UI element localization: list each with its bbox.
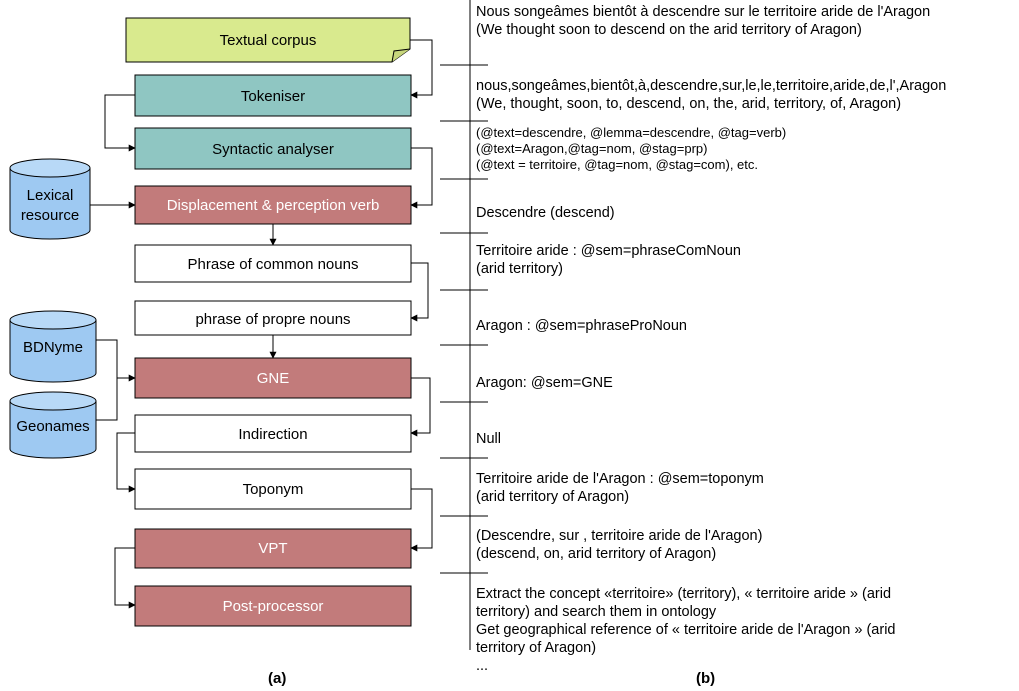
- indirection-label: Indirection: [238, 426, 307, 443]
- example-post-line: ...: [476, 658, 489, 674]
- example-verb-line: Descendre (descend): [476, 205, 615, 221]
- syntactic-analyser-label: Syntactic analyser: [212, 141, 334, 158]
- textual-corpus-box: Textual corpus: [125, 17, 411, 63]
- lexical-resource-label-line2: resource: [21, 207, 79, 224]
- displacement-verb-label: Displacement & perception verb: [167, 197, 380, 214]
- example-common-nouns-line: Territoire aride : @sem=phraseComNoun: [476, 243, 741, 259]
- example-post: Extract the concept «territoire» (territ…: [476, 585, 895, 675]
- example-toponym: Territoire aride de l'Aragon : @sem=topo…: [476, 470, 764, 506]
- example-vpt: (Descendre, sur , territoire aride de l'…: [476, 527, 762, 563]
- gne-label: GNE: [257, 370, 290, 387]
- example-syntax: (@text=descendre, @lemma=descendre, @tag…: [476, 125, 786, 173]
- vpt-box: VPT: [134, 528, 412, 569]
- example-corpus-line: (We thought soon to descend on the arid …: [476, 22, 862, 38]
- example-vpt-line: (Descendre, sur , territoire aride de l'…: [476, 528, 763, 544]
- bdnyme-label: BDNyme: [23, 339, 83, 356]
- example-tokens-line: nous,songeâmes,bientôt,à,descendre,sur,l…: [476, 78, 947, 94]
- phrase-common-nouns-label: Phrase of common nouns: [188, 256, 359, 273]
- toponym-label: Toponym: [243, 481, 304, 498]
- example-post-line: territory) and search them in ontology: [476, 604, 717, 620]
- example-column-rules: [440, 0, 488, 650]
- gne-box: GNE: [134, 357, 412, 399]
- toponym-box: Toponym: [134, 468, 412, 510]
- example-gne-line: Aragon: @sem=GNE: [476, 375, 613, 391]
- example-tokens: nous,songeâmes,bientôt,à,descendre,sur,l…: [476, 77, 946, 113]
- example-toponym-line: (arid territory of Aragon): [476, 489, 630, 505]
- example-corpus: Nous songeâmes bientôt à descendre sur l…: [476, 3, 930, 39]
- lexical-resource-db: Lexical resource: [9, 158, 91, 240]
- connectors: [90, 39, 433, 609]
- example-gne: Aragon: @sem=GNE: [476, 374, 613, 392]
- example-post-line: Extract the concept «territoire» (territ…: [476, 586, 892, 602]
- post-processor-box: Post-processor: [134, 585, 412, 627]
- example-propre-nouns-line: Aragon : @sem=phraseProNoun: [476, 318, 687, 334]
- example-corpus-line: Nous songeâmes bientôt à descendre sur l…: [476, 4, 931, 20]
- syntactic-analyser-box: Syntactic analyser: [134, 127, 412, 170]
- caption-a: (a): [268, 670, 287, 687]
- caption-b: (b): [696, 670, 716, 687]
- phrase-propre-nouns-label: phrase of propre nouns: [195, 311, 350, 328]
- example-common-nouns: Territoire aride : @sem=phraseComNoun (a…: [476, 242, 741, 278]
- example-indirection: Null: [476, 430, 501, 448]
- post-processor-label: Post-processor: [223, 598, 324, 615]
- example-vpt-line: (descend, on, arid territory of Aragon): [476, 546, 717, 562]
- example-toponym-line: Territoire aride de l'Aragon : @sem=topo…: [476, 471, 764, 487]
- bdnyme-db: BDNyme: [9, 310, 97, 383]
- example-syntax-line: (@text=descendre, @lemma=descendre, @tag…: [476, 125, 787, 140]
- tokeniser-label: Tokeniser: [241, 88, 305, 105]
- example-indirection-line: Null: [476, 431, 501, 447]
- tokeniser-box: Tokeniser: [134, 74, 412, 117]
- phrase-propre-nouns-box: phrase of propre nouns: [134, 300, 412, 336]
- textual-corpus-label: Textual corpus: [220, 32, 317, 49]
- vpt-label: VPT: [258, 540, 287, 557]
- example-common-nouns-line: (arid territory): [476, 261, 564, 277]
- example-propre-nouns: Aragon : @sem=phraseProNoun: [476, 317, 687, 335]
- example-syntax-line: (@text=Aragon,@tag=nom, @stag=prp): [476, 141, 708, 156]
- displacement-verb-box: Displacement & perception verb: [134, 185, 412, 225]
- lexical-resource-label-line1: Lexical: [27, 187, 74, 204]
- example-syntax-line: (@text = territoire, @tag=nom, @stag=com…: [476, 157, 758, 172]
- example-verb: Descendre (descend): [476, 204, 615, 222]
- indirection-box: Indirection: [134, 414, 412, 453]
- geonames-db: Geonames: [9, 391, 97, 459]
- geonames-label: Geonames: [16, 418, 89, 435]
- example-tokens-line: (We, thought, soon, to, descend, on, the…: [476, 96, 902, 112]
- example-post-line: territory of Aragon): [476, 640, 597, 656]
- phrase-common-nouns-box: Phrase of common nouns: [134, 244, 412, 283]
- example-post-line: Get geographical reference of « territoi…: [476, 622, 896, 638]
